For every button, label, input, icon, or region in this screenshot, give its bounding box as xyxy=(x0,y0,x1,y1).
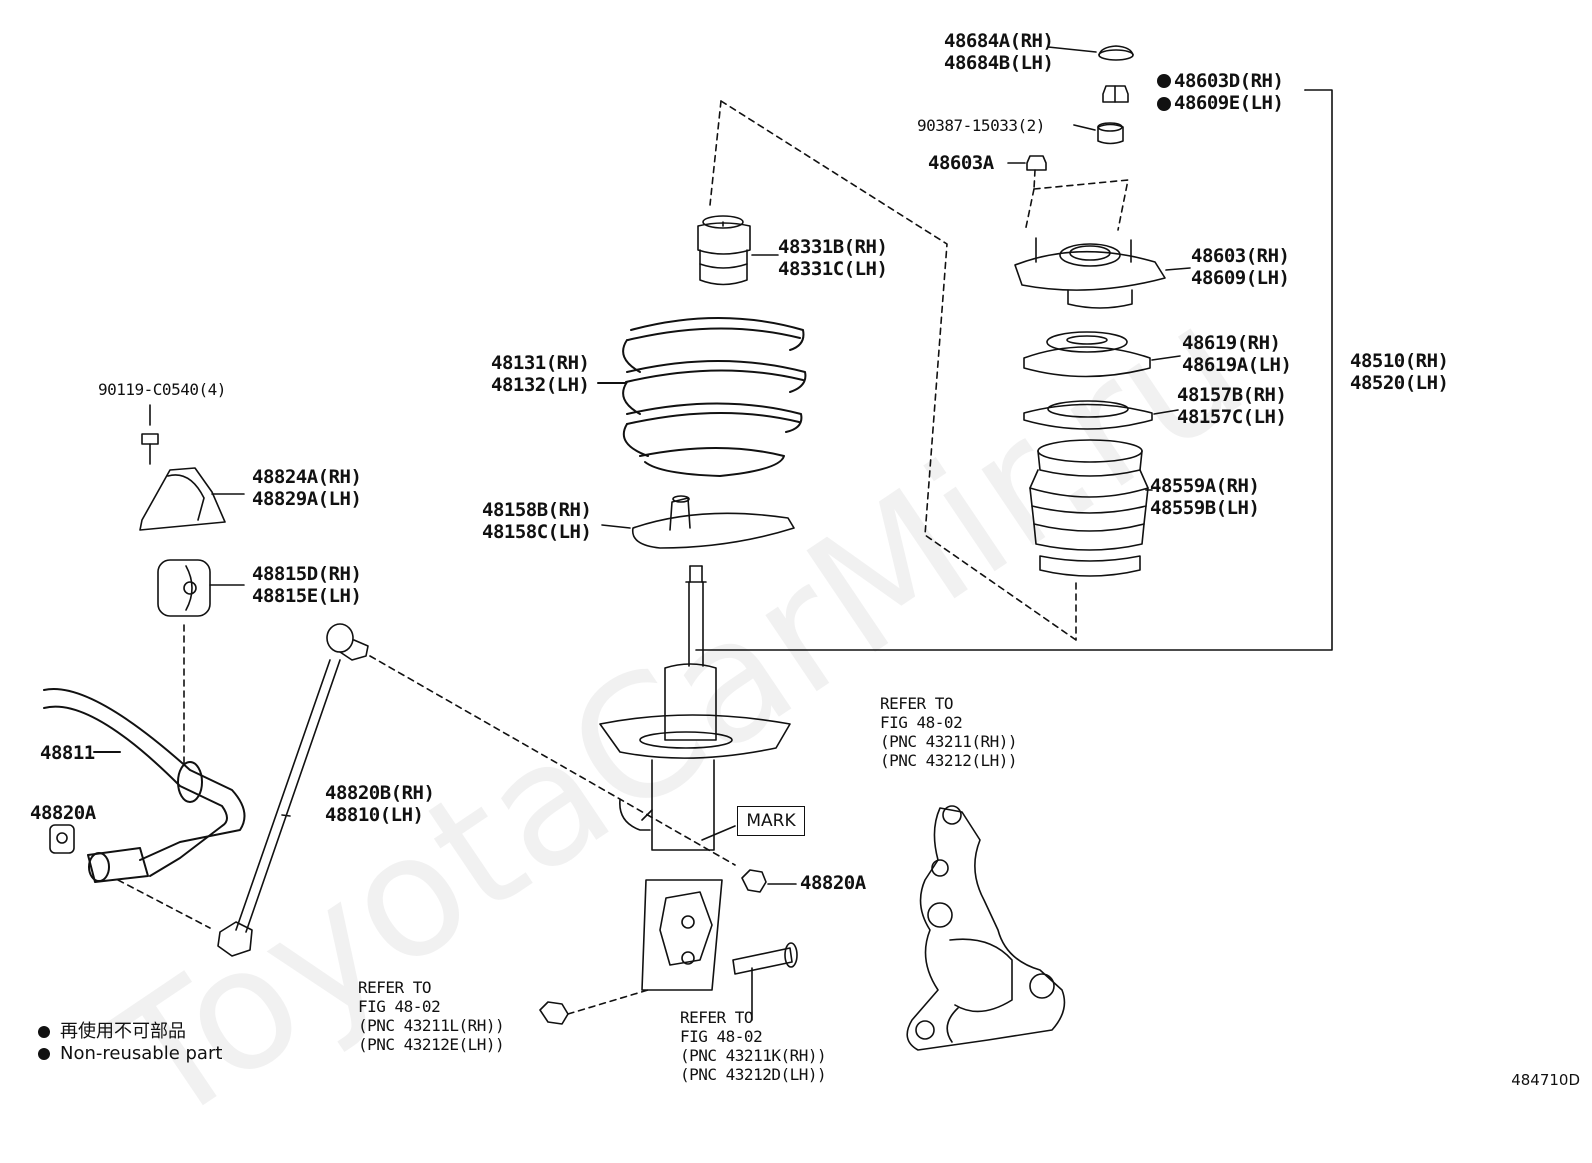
label-48820b: 48820B(RH)48810(LH) xyxy=(325,782,435,826)
mark-callout: MARK xyxy=(737,806,805,836)
non-reusable-bullet-1 xyxy=(1157,74,1171,88)
label-48820a-left: 48820A xyxy=(30,802,96,824)
cap-48684-shape xyxy=(1047,45,1134,61)
legend-line-english: Non-reusable part xyxy=(38,1043,222,1064)
stabilizer-bar-48811-shape xyxy=(43,688,246,883)
bullet-icon xyxy=(38,1026,50,1038)
label-48331: 48331B(RH)48331C(LH) xyxy=(778,236,888,280)
bearing-48157-shape xyxy=(1023,400,1179,430)
label-48131: 48131(RH)48132(LH) xyxy=(491,352,590,396)
label-48158: 48158B(RH)48158C(LH) xyxy=(482,499,592,543)
label-48559: 48559A(RH)48559B(LH) xyxy=(1150,475,1260,519)
stabilizer-link-48820b-shape xyxy=(217,623,369,957)
exploded-parts-diagram xyxy=(43,45,1333,1051)
strut-bolt-shape xyxy=(732,942,798,1021)
label-90119: 90119-C0540(4) xyxy=(98,380,226,399)
bracket-48824a-shape xyxy=(139,467,245,531)
diagram-code: 484710D xyxy=(1511,1071,1580,1089)
strut-assembly-bracket xyxy=(695,89,1333,651)
label-48157: 48157B(RH)48157C(LH) xyxy=(1177,384,1287,428)
bolt-90119-shape xyxy=(141,404,159,465)
nut-48603d-shape xyxy=(1102,85,1129,103)
bullet-icon xyxy=(38,1048,50,1060)
legend-line-japanese: 再使用不可部品 xyxy=(38,1017,186,1043)
label-48619: 48619(RH)48619A(LH) xyxy=(1182,332,1292,376)
dust-boot-48559-shape xyxy=(1029,439,1153,577)
coil-spring-48131-shape xyxy=(597,317,807,477)
non-reusable-bullet-2 xyxy=(1157,97,1171,111)
nut-48603a-shape xyxy=(1007,155,1047,171)
label-48824: 48824A(RH)48829A(LH) xyxy=(252,466,362,510)
link-nut-48820a-shape xyxy=(741,869,797,893)
upper-support-48603-shape xyxy=(1014,237,1191,309)
grommet-48820a-left-shape xyxy=(49,824,75,854)
label-48603a: 48603A xyxy=(928,152,994,174)
label-48815: 48815D(RH)48815E(LH) xyxy=(252,563,362,607)
spring-assembly-dashed-outline xyxy=(709,100,1129,641)
label-48510: 48510(RH)48520(LH) xyxy=(1350,350,1449,394)
label-48603d: 48603D(RH)48609E(LH) xyxy=(1174,70,1284,114)
label-48684: 48684A(RH)48684B(LH) xyxy=(944,30,1054,74)
label-90387: 90387-15033(2) xyxy=(917,116,1045,135)
bound-stopper-48331-shape xyxy=(697,215,779,286)
upper-insulator-48619-shape xyxy=(1023,331,1181,378)
strut-nut-shape xyxy=(539,989,649,1025)
bushing-48815d-shape xyxy=(157,559,245,617)
label-48811: 48811 xyxy=(40,742,95,764)
shock-absorber-shape xyxy=(599,565,791,991)
label-48820a-right: 48820A xyxy=(800,872,866,894)
steering-knuckle-shape xyxy=(906,805,1066,1051)
collar-90387-shape xyxy=(1073,122,1124,145)
label-48603: 48603(RH)48609(LH) xyxy=(1191,245,1290,289)
spring-seat-48158-shape xyxy=(601,495,795,549)
